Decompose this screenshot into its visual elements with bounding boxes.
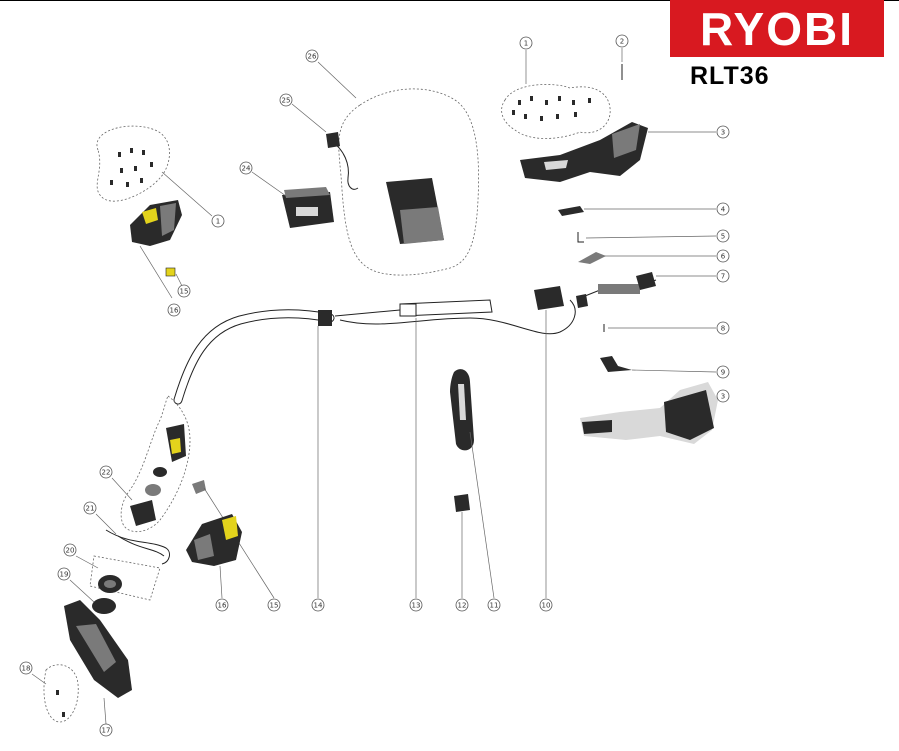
callout-19: 19 xyxy=(57,567,71,581)
callout-24: 24 xyxy=(239,161,253,175)
screw-set-right xyxy=(501,48,623,139)
svg-text:25: 25 xyxy=(282,97,291,105)
guard-screw-bag xyxy=(31,664,79,723)
callout-25: 25 xyxy=(279,93,293,107)
svg-text:9: 9 xyxy=(721,369,725,377)
callout-17: 17 xyxy=(99,723,113,737)
svg-text:1: 1 xyxy=(216,218,220,226)
callout-8: 8 xyxy=(716,321,730,335)
callout-10: 10 xyxy=(539,598,553,612)
svg-text:12: 12 xyxy=(458,602,467,610)
svg-text:15: 15 xyxy=(270,602,279,610)
head-subassembly xyxy=(111,395,191,533)
callout-26: 26 xyxy=(305,49,319,63)
svg-text:4: 4 xyxy=(721,206,726,214)
callout-4: 4 xyxy=(716,202,730,216)
svg-text:13: 13 xyxy=(412,602,421,610)
lock-lever xyxy=(600,356,717,373)
svg-text:14: 14 xyxy=(314,602,323,610)
callout-9: 9 xyxy=(716,365,730,379)
callout-12: 12 xyxy=(455,598,469,612)
svg-text:3: 3 xyxy=(721,129,725,137)
callout-13: 13 xyxy=(409,598,423,612)
switch-assembly xyxy=(579,272,716,299)
charger-kit xyxy=(291,61,479,276)
motor-housing-lower xyxy=(186,514,242,599)
callout-2: 2 xyxy=(615,34,629,48)
svg-text:16: 16 xyxy=(218,602,227,610)
assist-handle xyxy=(450,369,495,599)
svg-text:1: 1 xyxy=(524,40,528,48)
svg-text:10: 10 xyxy=(542,602,551,610)
callout-22: 22 xyxy=(99,465,113,479)
svg-text:19: 19 xyxy=(60,571,69,579)
callout-16-bottom: 16 xyxy=(215,598,229,612)
callout-11: 11 xyxy=(487,598,501,612)
handle-clamp xyxy=(454,494,470,598)
shaft-assembly xyxy=(173,286,588,598)
svg-text:21: 21 xyxy=(86,505,95,513)
svg-text:18: 18 xyxy=(22,665,31,673)
callout-3-top: 3 xyxy=(716,125,730,139)
svg-text:26: 26 xyxy=(308,53,317,61)
handle-housing-lower xyxy=(580,382,718,444)
callout-20: 20 xyxy=(63,543,77,557)
svg-text:20: 20 xyxy=(66,547,75,555)
model-number: RLT36 xyxy=(690,62,770,90)
callout-18: 18 xyxy=(19,661,33,675)
screw-set-left xyxy=(96,125,213,217)
callout-7: 7 xyxy=(716,269,730,283)
callout-21: 21 xyxy=(83,501,97,515)
svg-text:5: 5 xyxy=(721,233,725,241)
callout-16-top: 16 xyxy=(167,303,181,317)
svg-text:17: 17 xyxy=(102,727,111,735)
callout-15-top: 15 xyxy=(177,284,191,298)
svg-text:16: 16 xyxy=(170,307,179,315)
svg-text:15: 15 xyxy=(180,288,189,296)
screw-8 xyxy=(603,324,716,332)
brand-logo: RYOBI xyxy=(670,0,884,57)
svg-text:7: 7 xyxy=(721,273,725,281)
callout-6: 6 xyxy=(716,249,730,263)
spool-cap xyxy=(69,579,116,614)
svg-text:6: 6 xyxy=(721,253,726,261)
spool-bag xyxy=(75,555,161,601)
svg-text:11: 11 xyxy=(490,602,499,610)
svg-text:2: 2 xyxy=(620,38,624,46)
svg-text:22: 22 xyxy=(102,469,111,477)
spring-pin xyxy=(577,232,717,243)
callout-5: 5 xyxy=(716,229,730,243)
motor-housing-upper xyxy=(130,200,182,299)
cutting-guard xyxy=(64,600,132,725)
small-part-15-top xyxy=(165,267,183,287)
callout-3-bottom: 3 xyxy=(716,389,730,403)
brand-logo-text: RYOBI xyxy=(700,2,854,55)
svg-text:24: 24 xyxy=(242,165,251,173)
callout-15-bottom: 15 xyxy=(267,598,281,612)
svg-text:8: 8 xyxy=(721,325,725,333)
trigger xyxy=(578,252,716,264)
callout-group: 1 1 2 3 3 4 5 6 7 8 9 10 11 12 13 14 15 … xyxy=(19,34,730,737)
wire-guide xyxy=(95,513,170,565)
trigger-lock xyxy=(558,206,716,216)
callout-1-right: 1 xyxy=(519,36,533,50)
callout-14: 14 xyxy=(311,598,325,612)
battery-pack xyxy=(251,171,334,228)
callout-1-left: 1 xyxy=(211,214,225,228)
svg-text:3: 3 xyxy=(721,393,725,401)
top-rule xyxy=(0,0,899,1)
handle-housing-upper xyxy=(520,122,716,182)
